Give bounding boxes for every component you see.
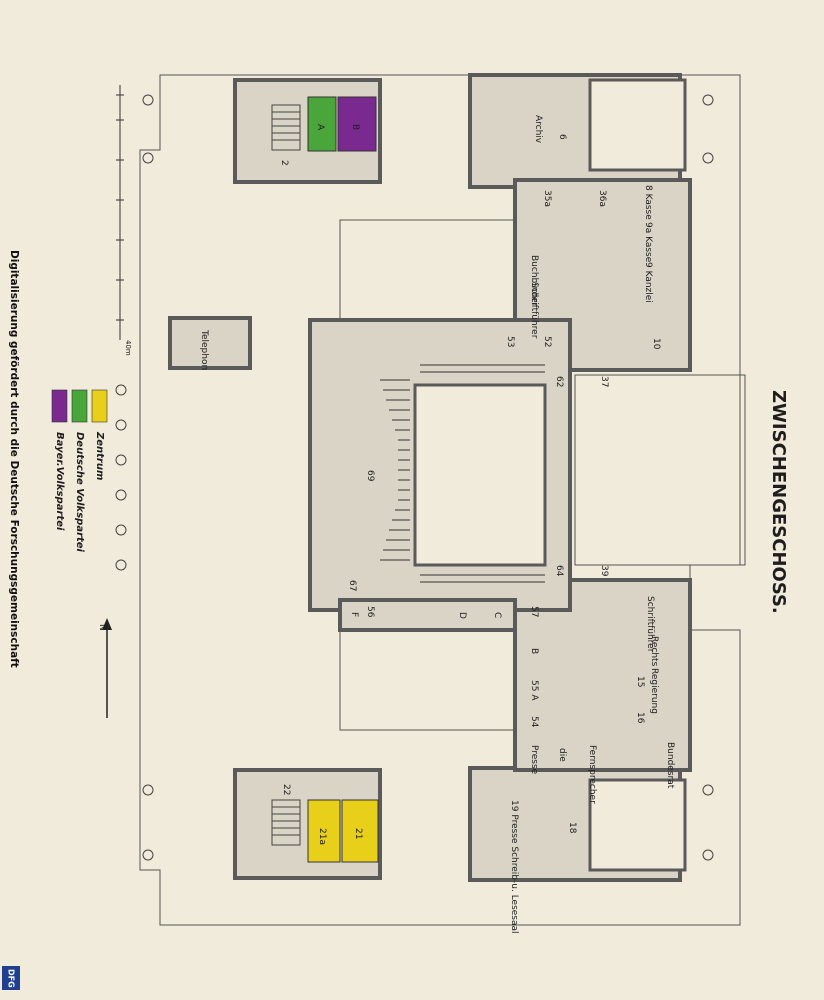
room-label: Schriftführer <box>645 596 655 653</box>
room-label: 10 <box>651 338 661 350</box>
scale-bar: 40m <box>116 85 132 356</box>
room-label: 52 <box>542 336 552 347</box>
room-21a-zentrum <box>307 799 341 863</box>
room-label: Schriftführer <box>529 282 539 339</box>
legend-swatch-volkspartei <box>71 389 88 423</box>
room-label: 36a <box>597 190 607 207</box>
room-label: 21 <box>353 828 363 839</box>
room-label: 15 <box>635 676 645 687</box>
room-label: Regierung <box>649 668 659 714</box>
seating-rows <box>380 364 545 583</box>
room-label: 39 <box>599 565 609 577</box>
room-label: 9 Kanzlei <box>643 262 653 303</box>
room-label: B <box>350 124 360 130</box>
room-label: Archiv <box>533 115 543 144</box>
corner-yard-top <box>588 78 687 172</box>
room-label: 69 <box>365 470 375 482</box>
room-label: C <box>492 612 502 618</box>
staircases <box>271 104 301 846</box>
room-label: 54 <box>529 716 539 728</box>
window-circles <box>115 94 714 861</box>
legend-label: Bayer.Volkspartei <box>54 432 65 531</box>
room-label: 62 <box>554 376 564 387</box>
room-label: 18 <box>567 822 577 834</box>
room-label: Bundesrat <box>665 742 675 789</box>
room-label: 64 <box>554 565 564 577</box>
room-label: 22 <box>281 784 291 795</box>
room-label: Rechts <box>649 636 659 667</box>
room-label: die <box>557 748 567 762</box>
room-label: F <box>349 612 359 617</box>
room-label: Presse <box>529 745 539 775</box>
room-label: A <box>315 124 325 131</box>
room-label: 56 <box>365 606 375 618</box>
room-b-bayer <box>337 96 377 152</box>
room-label: 6 <box>557 134 567 140</box>
room-label: 9a Kasse <box>643 222 653 263</box>
room-label: 37 <box>599 376 609 387</box>
room-label: 35a <box>542 190 552 207</box>
room-label: D <box>457 612 467 619</box>
legend-label: Zentrum <box>94 431 105 480</box>
courtyard <box>413 383 547 567</box>
room-label: 2 <box>279 160 289 166</box>
footer-text: Digitalisierung gefördert durch die Deut… <box>8 250 20 668</box>
dfg-logo: DFG <box>2 966 20 990</box>
room-label: 55 A <box>529 680 539 701</box>
corner-yard-bottom <box>588 778 687 872</box>
room-label: 67 <box>347 580 357 591</box>
legend-labels: Zentrum Deutsche Volkspartei Bayer.Volks… <box>54 431 105 553</box>
legend-swatch-bayer <box>51 389 68 423</box>
north-label: N <box>97 624 107 631</box>
legend-swatch-zentrum <box>91 389 108 423</box>
room-21-zentrum <box>341 799 379 863</box>
room-a-volkspartei <box>307 96 337 152</box>
room-labels: A B 21 21a Archiv 6 8 Kasse 9a Kasse 9 K… <box>199 115 675 934</box>
room-label: Fernsprecher <box>587 745 597 804</box>
north-arrow: N <box>97 618 112 718</box>
page-title: ZWISCHENGESCHOSS. <box>768 390 789 614</box>
room-label: Telephon <box>199 329 209 370</box>
legend-label: Deutsche Volkspartei <box>74 432 85 553</box>
room-label: Buchbinder <box>529 255 539 307</box>
room-label: 8 Kasse <box>643 185 653 220</box>
room-label: 21a <box>317 828 327 845</box>
room-label: 19 Presse Schreib-u. Lesesaal <box>509 800 519 934</box>
room-label: 53 <box>505 336 515 347</box>
room-label: 16 <box>635 712 645 724</box>
room-label: B <box>529 648 539 654</box>
room-label: 57 <box>529 606 539 617</box>
scale-label: 40m <box>124 340 132 356</box>
